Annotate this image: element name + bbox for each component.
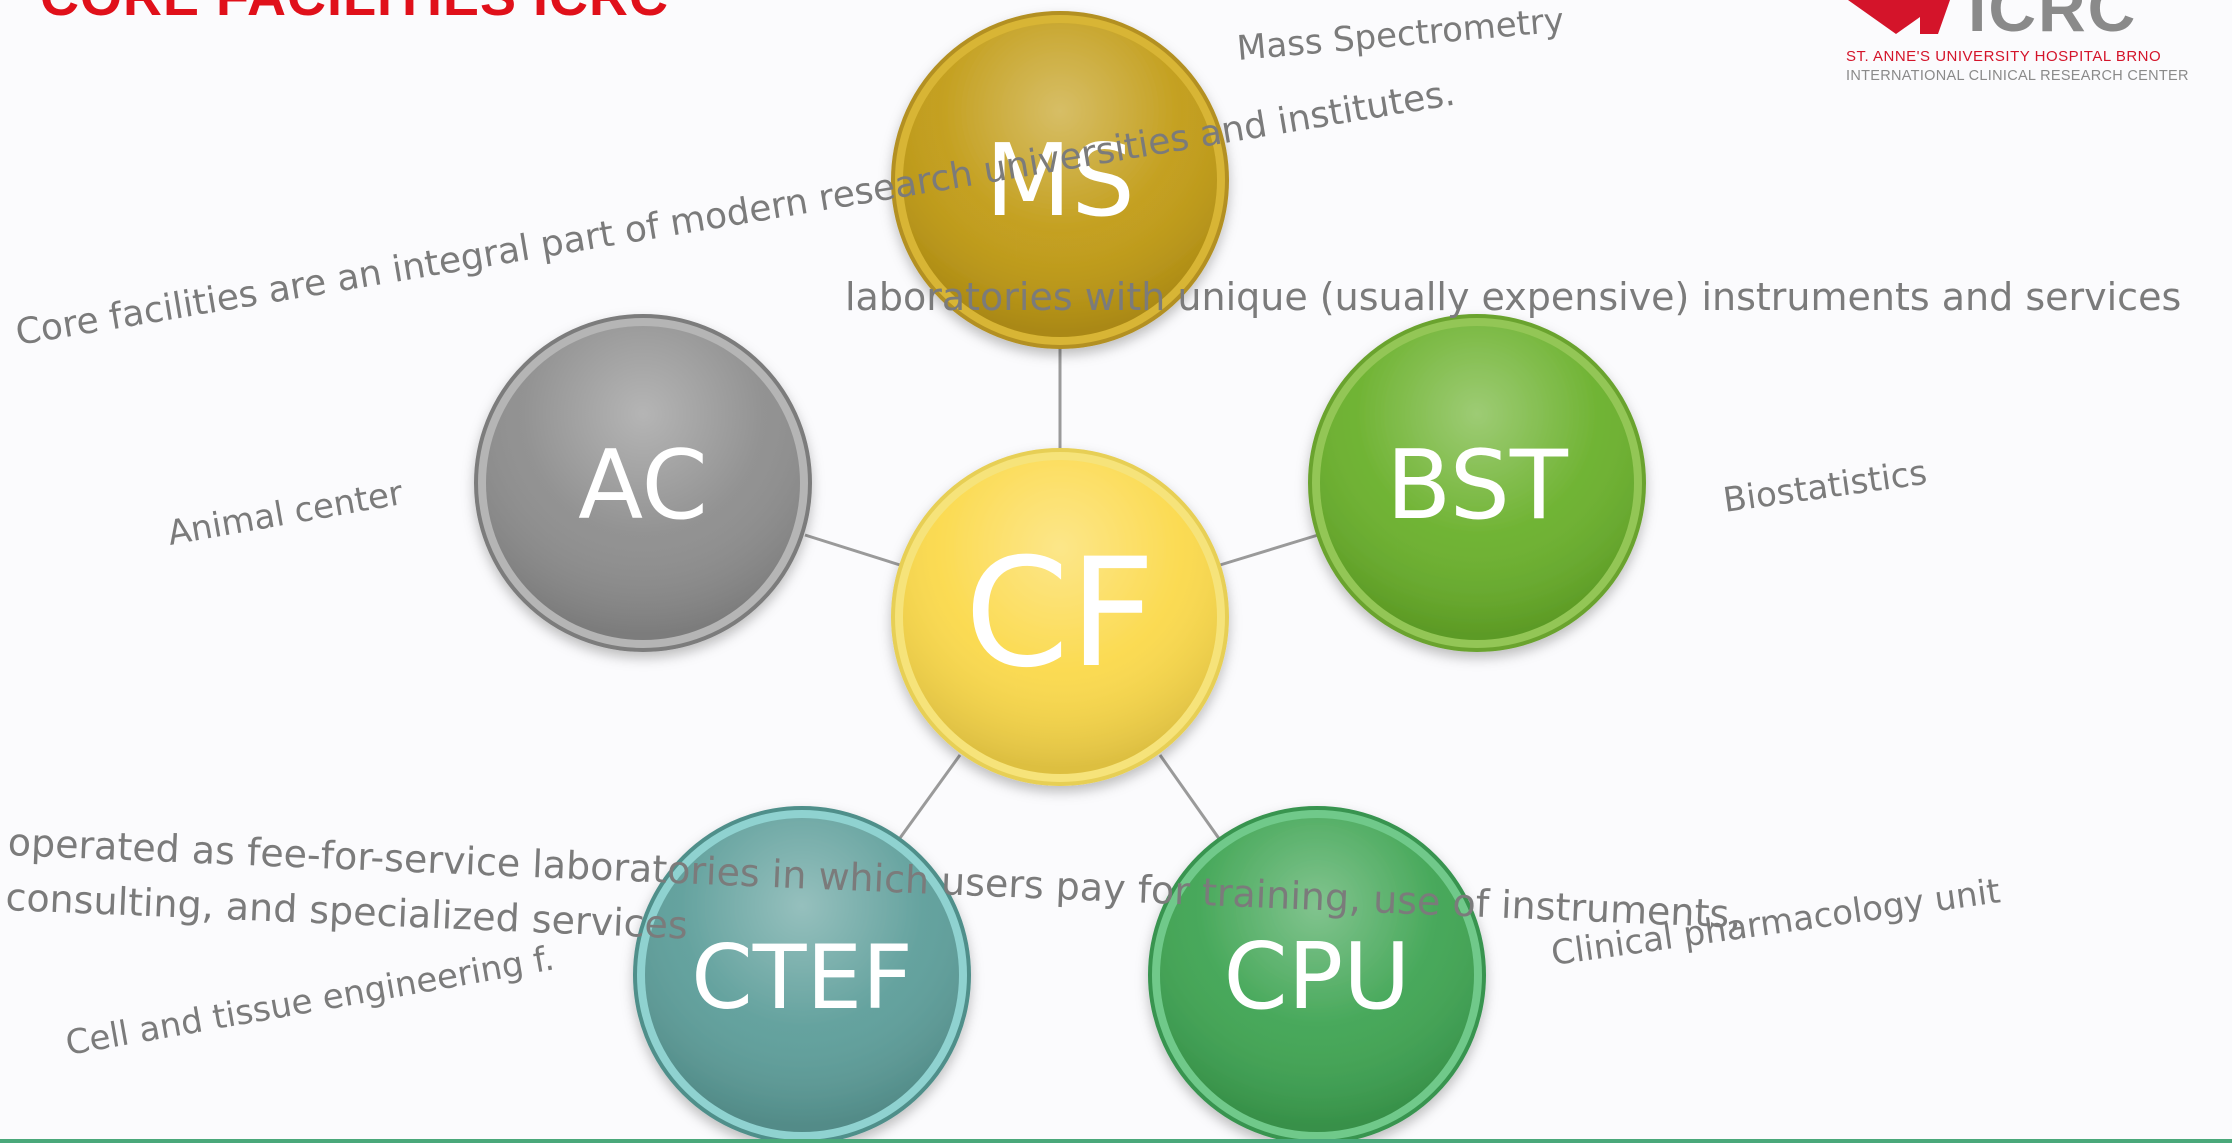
logo-subtitle-hospital: ST. ANNE'S UNIVERSITY HOSPITAL BRNO xyxy=(1846,48,2162,65)
footer-divider xyxy=(0,1139,2232,1143)
node-cf: CF xyxy=(891,448,1229,786)
connector-bst xyxy=(1219,533,1319,567)
node-ms-name: Mass Spectrometry xyxy=(1235,1,1565,69)
node-ctef-label: CTEF xyxy=(691,926,912,1029)
node-cf-gloss xyxy=(903,460,1217,774)
node-cpu-label: CPU xyxy=(1223,923,1410,1030)
node-ctef: CTEF xyxy=(633,806,971,1143)
node-ctef-name: Cell and tissue engineering f. xyxy=(63,938,558,1063)
node-ms-gloss xyxy=(903,23,1217,337)
statement-unique-instruments: laboratories with unique (usually expens… xyxy=(845,275,2181,319)
logo-name: ICRC xyxy=(1968,0,2138,45)
connector-cpu xyxy=(1158,754,1222,841)
connector-ac xyxy=(804,533,901,567)
node-bst-label: BST xyxy=(1386,431,1569,541)
node-bst-name: Biostatistics xyxy=(1721,453,1930,521)
logo-subtitle-center: INTERNATIONAL CLINICAL RESEARCH CENTER xyxy=(1846,68,2189,84)
node-bst: BST xyxy=(1308,314,1646,652)
node-ac-gloss xyxy=(486,326,800,640)
node-ac-name: Animal center xyxy=(165,473,406,554)
node-ms: MS xyxy=(891,11,1229,349)
icrc-logo: ICRC ST. ANNE'S UNIVERSITY HOSPITAL BRNO… xyxy=(1840,0,2189,90)
node-ac: AC xyxy=(474,314,812,652)
node-ms-label: MS xyxy=(985,122,1135,239)
slide-title: CORE FACILITIES ICRC xyxy=(40,0,669,28)
node-ac-label: AC xyxy=(578,431,708,541)
node-bst-gloss xyxy=(1320,326,1634,640)
node-cpu: CPU xyxy=(1148,806,1486,1143)
node-cpu-gloss xyxy=(1160,818,1474,1132)
connector-ctef xyxy=(898,754,962,839)
node-cf-label: CF xyxy=(964,527,1155,701)
node-ctef-gloss xyxy=(645,818,959,1132)
